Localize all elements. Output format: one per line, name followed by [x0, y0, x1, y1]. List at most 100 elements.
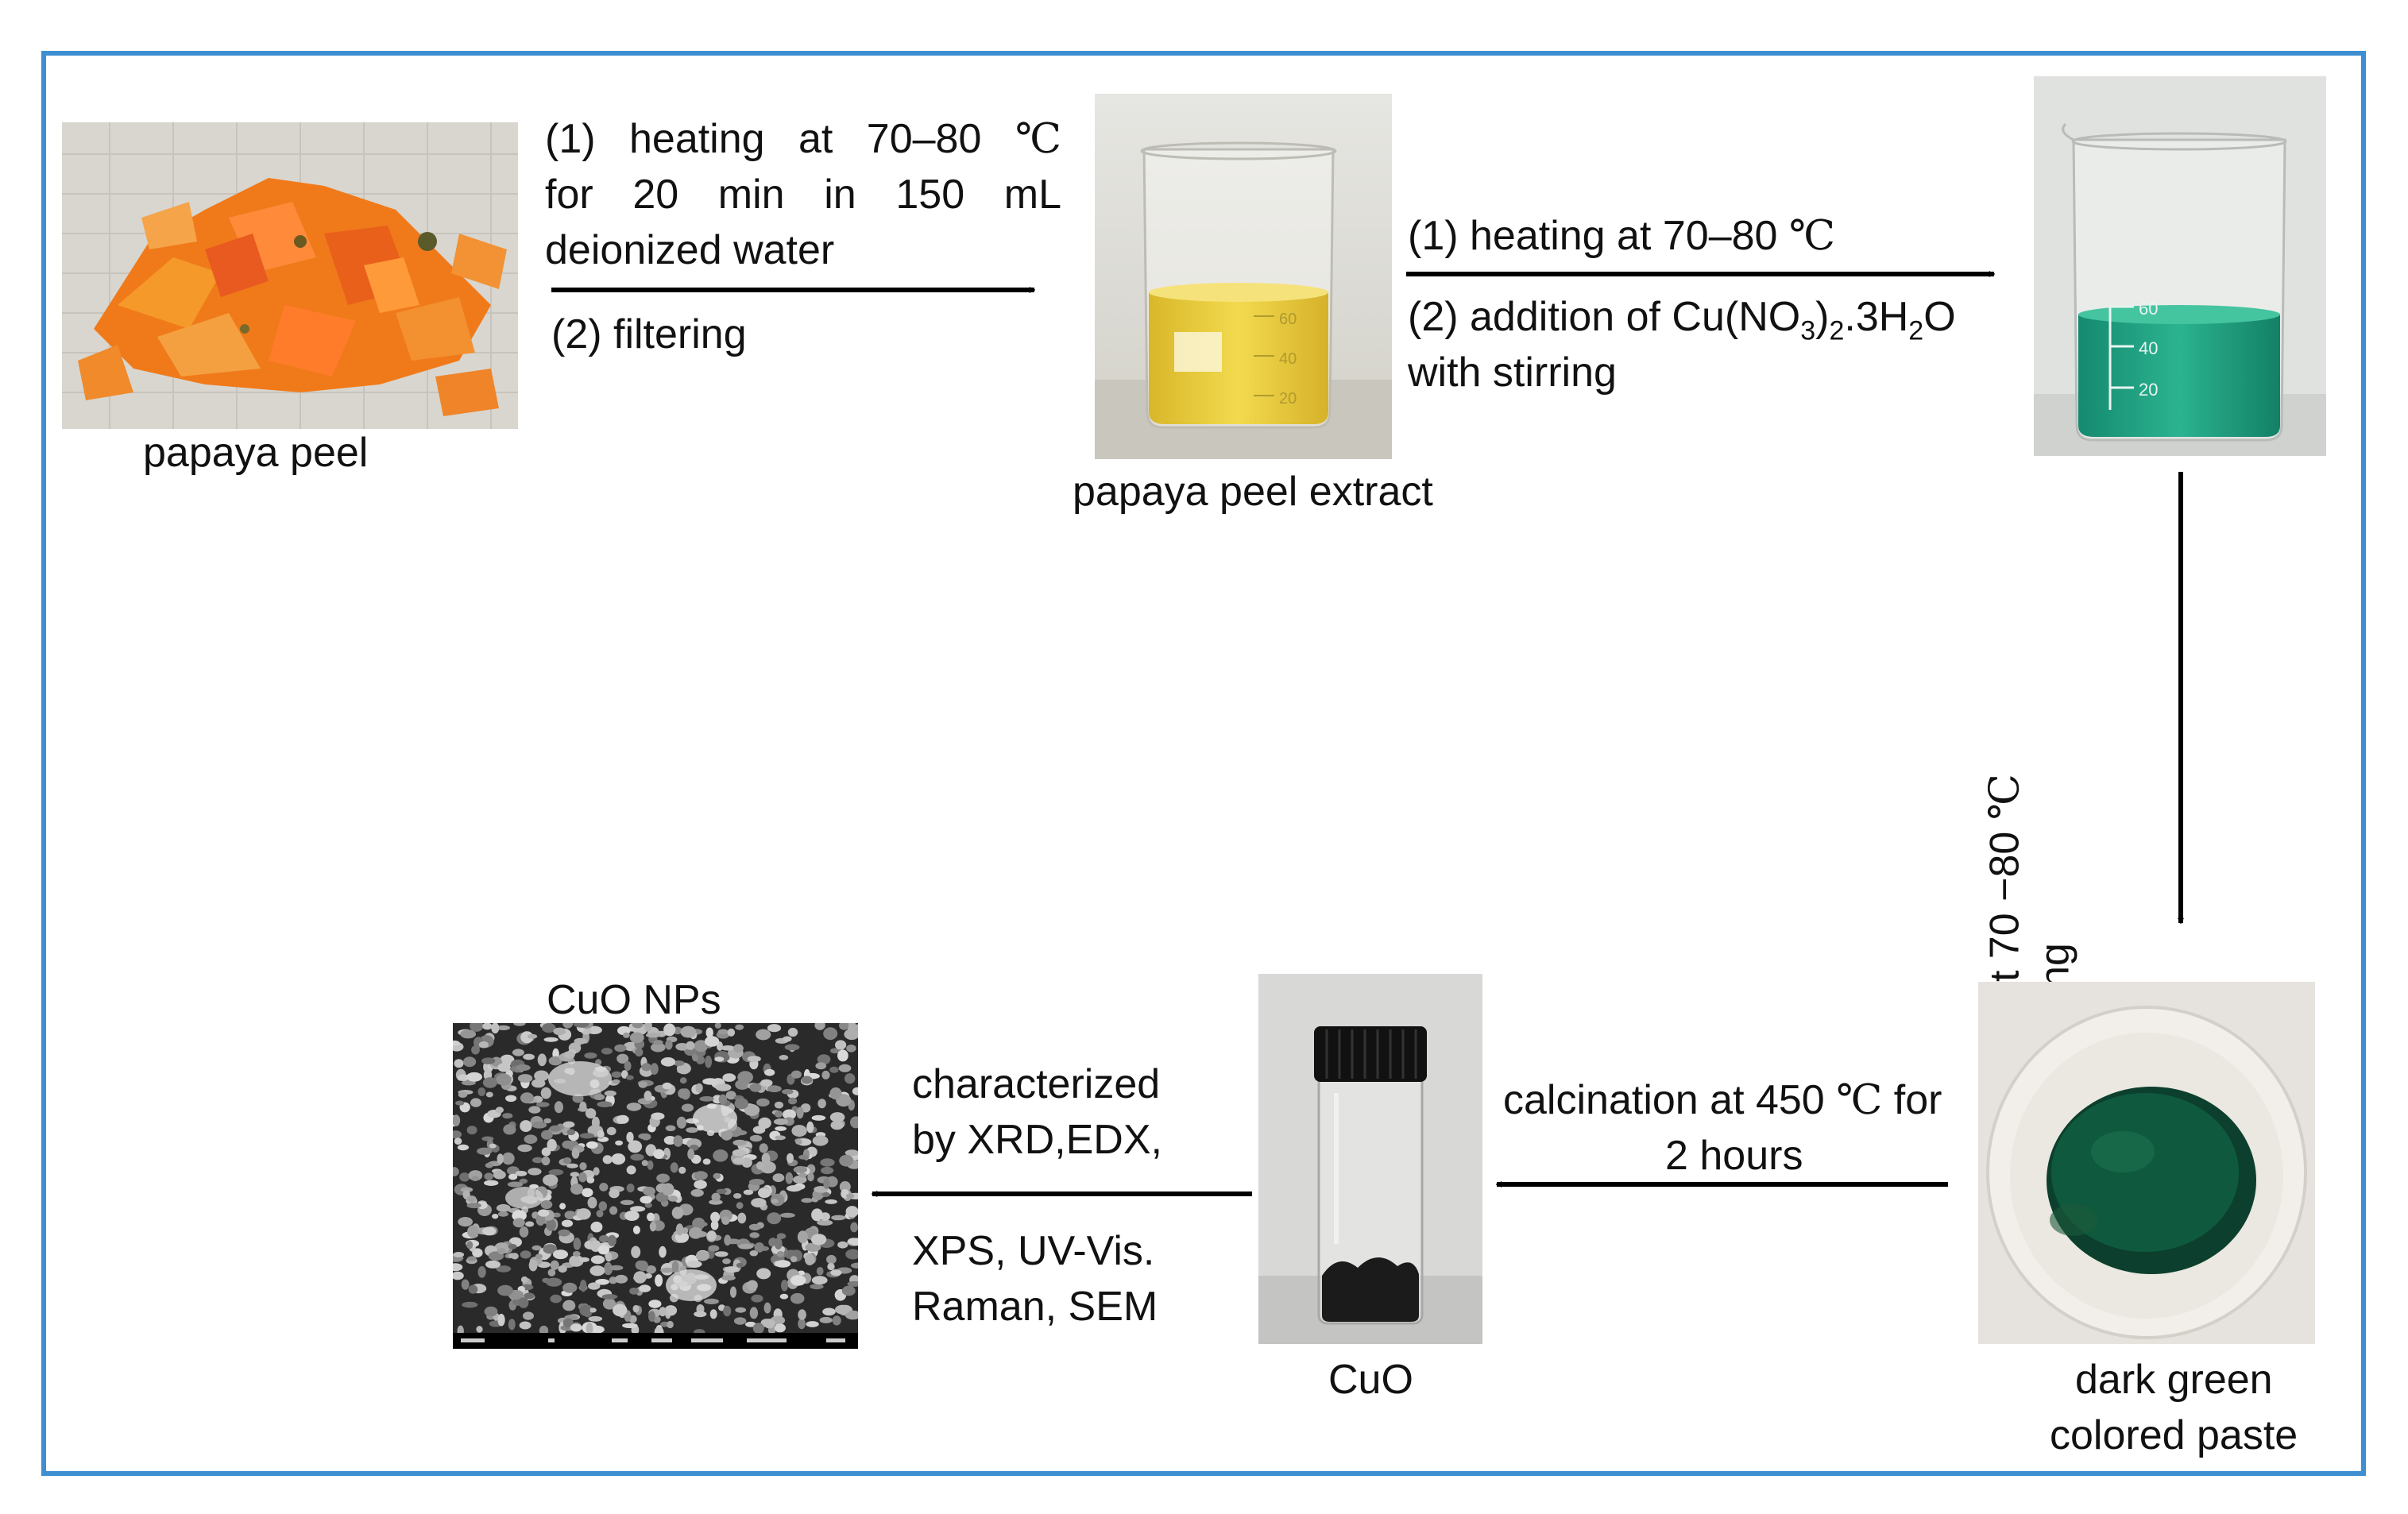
- sem-grain: [508, 1253, 516, 1258]
- sem-grain: [543, 1244, 558, 1254]
- sem-grain: [784, 1044, 800, 1051]
- paste-caption-line2: colored paste: [2050, 1412, 2298, 1458]
- sem-grain: [651, 1112, 665, 1120]
- sem-grain: [643, 1187, 655, 1196]
- sem-grain: [562, 1157, 572, 1164]
- sem-grain: [749, 1232, 760, 1238]
- sem-grain: [508, 1244, 517, 1249]
- sem-grain: [589, 1265, 605, 1276]
- sem-grain: [620, 1199, 634, 1205]
- sem-grain: [571, 1148, 580, 1159]
- sem-grain: [681, 1103, 694, 1112]
- step2-line2-sub1: 3: [1800, 315, 1816, 346]
- sem-grain: [673, 1135, 683, 1147]
- sem-grain: [535, 1253, 543, 1260]
- sem-grain: [576, 1208, 591, 1220]
- sem-grain: [774, 1101, 784, 1109]
- sem-grain: [497, 1284, 513, 1296]
- sem-grain: [805, 1253, 815, 1265]
- sem-grain: [845, 1249, 858, 1260]
- sem-grain: [758, 1117, 771, 1129]
- sem-grain: [775, 1260, 791, 1268]
- sem-grain: [662, 1183, 674, 1196]
- sem-grain: [520, 1276, 528, 1283]
- sem-grain: [485, 1260, 501, 1269]
- sem-grain: [736, 1262, 744, 1268]
- sem-grain: [779, 1055, 789, 1060]
- sem-grain: [710, 1211, 721, 1222]
- sem-grain: [798, 1154, 809, 1160]
- sem-grain: [629, 1288, 640, 1295]
- step1-arrow: [551, 278, 1065, 302]
- sem-grain: [578, 1172, 587, 1183]
- sem-grain: [628, 1140, 643, 1153]
- sem-grain: [470, 1098, 481, 1107]
- sem-grain: [721, 1129, 733, 1141]
- sem-grain: [738, 1243, 754, 1249]
- sem-grain: [745, 1321, 756, 1327]
- sem-grain: [543, 1174, 559, 1186]
- sem-grain: [807, 1172, 814, 1182]
- sem-grain: [549, 1125, 562, 1132]
- sem-grain: [844, 1029, 858, 1041]
- sem-grain: [648, 1300, 662, 1308]
- sem-grain: [524, 1134, 538, 1144]
- sem-grain: [540, 1087, 551, 1099]
- paste-cup-photo: [1978, 982, 2315, 1344]
- sem-grain: [714, 1056, 725, 1062]
- sem-grain: [845, 1310, 858, 1320]
- sem-grain: [528, 1259, 538, 1272]
- sem-grain: [727, 1028, 736, 1037]
- sem-grain: [791, 1125, 807, 1137]
- sem-grain: [647, 1212, 655, 1222]
- sem-grain: [660, 1057, 676, 1067]
- step5-arrow: [866, 1182, 1252, 1206]
- sem-grain: [482, 1226, 497, 1236]
- sem-grain: [825, 1199, 837, 1204]
- sem-grain: [616, 1053, 629, 1064]
- sem-grain: [774, 1238, 783, 1249]
- sem-grain: [569, 1255, 584, 1267]
- sem-grain: [748, 1223, 761, 1231]
- sem-grain: [713, 1149, 729, 1162]
- sem-grain: [614, 1044, 627, 1052]
- sem-grain: [734, 1098, 749, 1110]
- sem-grain: [519, 1178, 528, 1184]
- sem-grain: [607, 1234, 616, 1246]
- sem-grain: [806, 1321, 819, 1327]
- sem-grain: [736, 1202, 744, 1209]
- sem-grain: [573, 1023, 589, 1028]
- sem-grain: [774, 1110, 783, 1118]
- sem-grain: [663, 1136, 677, 1145]
- sem-grain: [495, 1107, 504, 1114]
- sem-grain: [626, 1165, 636, 1175]
- sem-grain: [752, 1323, 764, 1334]
- sem-grain: [641, 1160, 648, 1166]
- sem-grain: [519, 1226, 529, 1238]
- sem-grain: [767, 1024, 782, 1033]
- sem-grain: [534, 1070, 549, 1082]
- sem-grain: [590, 1255, 605, 1265]
- step5-line2: by XRD,EDX,: [912, 1117, 1162, 1163]
- sem-grain: [553, 1212, 561, 1218]
- sem-grain: [579, 1280, 587, 1292]
- step5-line4: Raman, SEM: [912, 1284, 1158, 1330]
- sem-grain: [663, 1023, 676, 1037]
- sem-grain: [458, 1091, 468, 1098]
- sem-grain: [638, 1260, 648, 1272]
- sem-grain: [829, 1066, 839, 1073]
- sem-grain: [671, 1207, 684, 1219]
- sem-grain: [686, 1041, 695, 1050]
- sem-grain: [481, 1057, 496, 1064]
- sem-grain: [829, 1112, 845, 1122]
- sem-grain: [751, 1294, 763, 1303]
- sem-grain: [717, 1029, 729, 1035]
- sem-grain: [541, 1156, 551, 1166]
- sem-grain: [528, 1168, 542, 1176]
- sem-grain: [460, 1187, 473, 1192]
- sem-grain: [543, 1037, 559, 1042]
- sem-grain: [528, 1106, 541, 1114]
- sem-grain: [806, 1121, 814, 1134]
- sem-grain: [531, 1157, 543, 1164]
- sem-grain: [708, 1245, 720, 1252]
